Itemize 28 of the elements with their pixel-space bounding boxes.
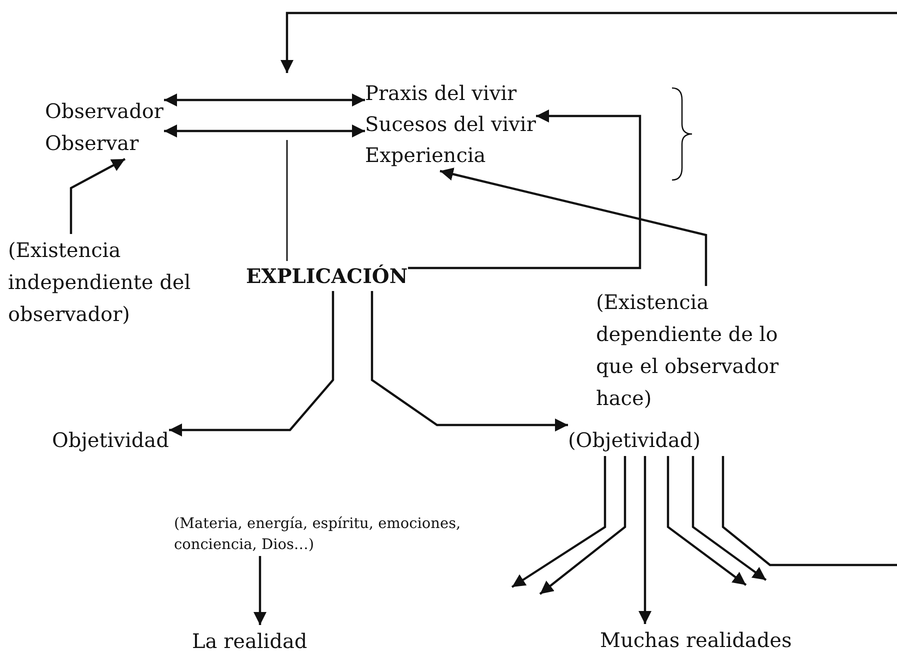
label-text: Experiencia bbox=[365, 142, 486, 169]
arrow bbox=[666, 456, 747, 586]
arrow bbox=[70, 158, 126, 234]
label-text: (Materia, energía, espíritu, emociones, conciencia, Dios…) bbox=[174, 515, 462, 555]
label-text: (Existencia independiente del observador) bbox=[8, 237, 192, 328]
label-text: Muchas realidades bbox=[600, 627, 792, 654]
arrow bbox=[253, 556, 267, 625]
label-text: Observador bbox=[45, 98, 164, 125]
heading-text: EXPLICACIÓN bbox=[246, 263, 408, 290]
label-text: Objetividad bbox=[52, 427, 169, 454]
label-text: Sucesos del vivir bbox=[365, 111, 536, 138]
arrow bbox=[539, 456, 626, 595]
arrow bbox=[408, 109, 642, 270]
arrow bbox=[164, 93, 365, 107]
arrow bbox=[692, 456, 767, 581]
arrow bbox=[169, 291, 334, 437]
arrow bbox=[440, 168, 708, 286]
label-text: (Objetividad) bbox=[568, 427, 700, 454]
label-text: (Existencia dependiente de lo que el observador hace) bbox=[596, 289, 780, 412]
arrow bbox=[164, 124, 365, 138]
label-text: Observar bbox=[45, 130, 139, 157]
arrow bbox=[370, 291, 568, 432]
connector-line bbox=[286, 140, 288, 261]
label-text: Praxis del vivir bbox=[365, 80, 517, 107]
arrow bbox=[280, 12, 897, 566]
arrow bbox=[511, 456, 606, 588]
label-text: La realidad bbox=[192, 628, 308, 655]
arrow bbox=[638, 456, 652, 624]
